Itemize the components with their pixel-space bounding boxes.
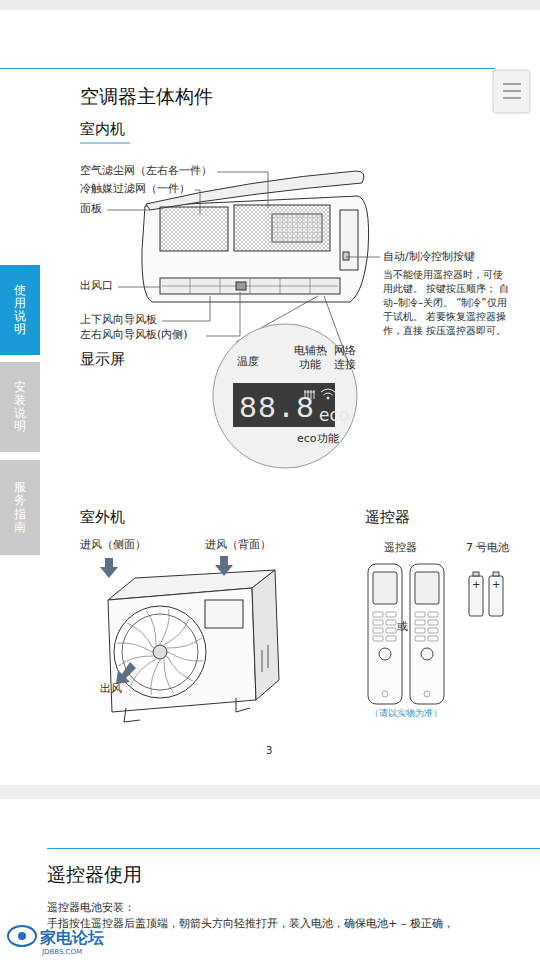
part-label: 出风口 xyxy=(80,279,113,293)
note-text: 当不能使用遥控器时，可使 用此键。 按键按压顺序； 自动–制冷–关闭。 “制冷”… xyxy=(383,268,511,338)
note-text: （请以实物为准） xyxy=(370,708,442,720)
section-title: 遥控器使用 xyxy=(47,862,142,887)
display-label: eco功能 xyxy=(297,432,339,446)
part-label: 出风 xyxy=(100,682,122,696)
header-rule xyxy=(0,68,495,69)
part-label: 或 xyxy=(397,620,408,634)
body-text: 手指按住遥控器后盖顶端，朝箭头方向轻推打开，装入电池，确保电池+ – 极正确， xyxy=(47,917,454,931)
display-label: 温度 xyxy=(237,355,259,369)
watermark-logo xyxy=(8,926,36,946)
body-text: 遥控器电池安装： xyxy=(47,901,135,915)
part-label: 上下风向导风板 xyxy=(80,313,157,327)
part-label: 进风（背面） xyxy=(205,538,271,552)
tab-text: 安装说明 xyxy=(14,381,26,434)
airflow-arrows xyxy=(100,556,233,684)
page-gap xyxy=(0,785,540,799)
menu-button xyxy=(493,70,530,113)
part-label: 冷触媒过滤网（一件） xyxy=(80,182,190,196)
display-label: 网络连接 xyxy=(332,344,358,373)
part-label: 面板 xyxy=(80,202,102,216)
part-label: 左右风向导风板(内侧) xyxy=(80,328,188,342)
display-label: 电辅热功能 xyxy=(292,344,328,373)
part-label: 空气滤尘网（左右各一件） xyxy=(80,164,212,178)
side-tab: 使用说明 xyxy=(0,265,40,355)
polarity-mark: + xyxy=(492,578,500,591)
page-number: 3 xyxy=(266,744,272,757)
display-screen: 88.8eco xyxy=(233,383,335,427)
header-rule xyxy=(47,848,540,849)
section-heading: 遥控器 xyxy=(365,508,410,528)
outdoor-unit xyxy=(108,570,279,722)
side-tab: 安装说明 xyxy=(0,362,40,452)
display-eco: eco xyxy=(319,407,349,424)
section-heading: 显示屏 xyxy=(80,350,125,370)
section-heading: 室内机 xyxy=(80,120,125,140)
zoom-circle xyxy=(213,324,357,468)
section-heading: 室外机 xyxy=(80,508,125,528)
heading-rule xyxy=(80,143,130,144)
remote-controls xyxy=(368,564,444,704)
side-tab: 服务指南 xyxy=(0,460,40,555)
part-label: 7 号电池 xyxy=(466,541,510,555)
display-digits: 88.8 xyxy=(239,394,315,424)
part-label: 遥控器 xyxy=(384,541,417,555)
menu-icon xyxy=(503,84,521,98)
tab-text: 使用说明 xyxy=(14,284,26,337)
part-label: 进风（侧面） xyxy=(80,538,146,552)
polarity-mark: + xyxy=(472,578,480,591)
page-title: 空调器主体构件 xyxy=(80,84,213,109)
part-label: 自动/制冷控制按键 xyxy=(383,250,475,264)
tab-text: 服务指南 xyxy=(14,481,26,534)
watermark: 家电论坛 xyxy=(40,928,104,949)
top-strip xyxy=(0,0,540,10)
batteries xyxy=(469,572,503,616)
watermark: JDBBS.COM xyxy=(42,948,82,957)
